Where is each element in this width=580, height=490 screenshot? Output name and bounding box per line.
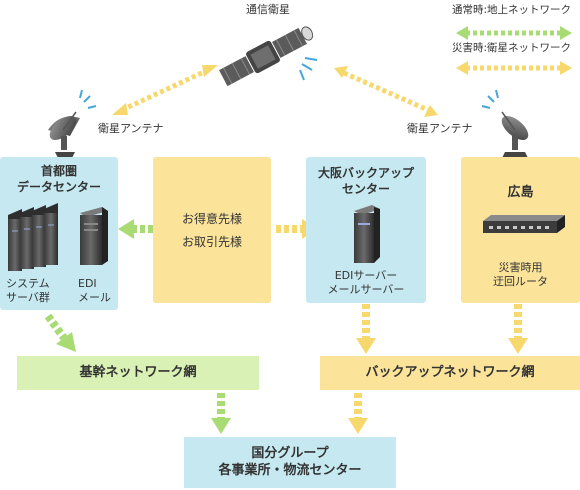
satellite-link-arrow-right — [334, 66, 438, 117]
tokyo-edi-label-line2: メール — [78, 291, 111, 304]
router-label-line2: 迂回ルータ — [493, 275, 548, 288]
legend-arrow-satellite — [456, 61, 572, 75]
group-facilities-box: 国分グループ 各事業所・物流センター — [184, 437, 396, 488]
satellite-dish-icon-right — [481, 89, 529, 158]
server-group-icon — [8, 203, 58, 271]
antenna-label-left: 衛星アンテナ — [98, 122, 164, 135]
osaka-to-backup-arrow — [356, 304, 376, 354]
osaka-title-line1: 大阪バックアップ — [317, 166, 414, 180]
satellite-label: 通信衛星 — [246, 3, 290, 16]
customers-line1: お得意先様 — [181, 212, 242, 226]
core-to-group-arrow — [211, 393, 231, 434]
router-label-line1: 災害時用 — [498, 261, 543, 274]
legend-disaster-label: 災害時:衛星ネットワーク — [452, 42, 572, 54]
customers-line2: お取引先様 — [181, 235, 242, 249]
osaka-server-icon — [354, 205, 380, 263]
ground-link-arrow-tokyo — [118, 219, 160, 239]
backup-network-bar: バックアップネットワーク網 — [320, 356, 580, 390]
osaka-title-line2: センター — [341, 182, 390, 196]
hiroshima-to-backup-arrow — [508, 304, 528, 354]
backup-network-label: バックアップネットワーク網 — [365, 365, 535, 380]
hiroshima-title: 広島 — [507, 185, 534, 200]
satellite-dish-icon-left — [48, 89, 97, 158]
osaka-server-label-line1: EDIサーバー — [334, 269, 398, 282]
legend-arrow-ground — [456, 26, 572, 40]
tokyo-edi-label-line1: EDI — [78, 277, 97, 290]
osaka-backup-center-box: 大阪バックアップ センター EDIサーバー メールサーバー — [306, 157, 426, 303]
core-network-label: 基幹ネットワーク網 — [79, 365, 197, 380]
customers-box: お得意先様 お取引先様 — [153, 157, 271, 303]
tokyo-servers-label-line1: システム — [6, 277, 50, 290]
legend-normal-label: 通常時:地上ネットワーク — [452, 4, 572, 16]
router-icon — [483, 215, 565, 233]
tokyo-datacenter-box: 首都圏 データセンター システム サーバ群 EDI メール — [0, 157, 118, 310]
osaka-server-label-line2: メールサーバー — [327, 283, 405, 296]
antenna-label-right: 衛星アンテナ — [407, 122, 473, 135]
group-line2: 各事業所・物流センター — [218, 463, 362, 478]
edi-mail-server-icon — [80, 207, 108, 265]
tokyo-servers-label-line2: サーバ群 — [6, 291, 50, 304]
tokyo-title-line1: 首都圏 — [40, 164, 77, 178]
tokyo-title-line2: データセンター — [16, 180, 101, 194]
backup-to-group-arrow — [348, 393, 368, 434]
hiroshima-box: 広島 災害時用 迂回ルータ — [461, 157, 580, 303]
tokyo-to-core-arrow — [44, 313, 76, 352]
satellite-link-arrow-left — [112, 65, 218, 115]
core-network-bar: 基幹ネットワーク網 — [17, 356, 259, 390]
satellite-icon — [219, 26, 318, 87]
group-line1: 国分グループ — [251, 446, 329, 461]
